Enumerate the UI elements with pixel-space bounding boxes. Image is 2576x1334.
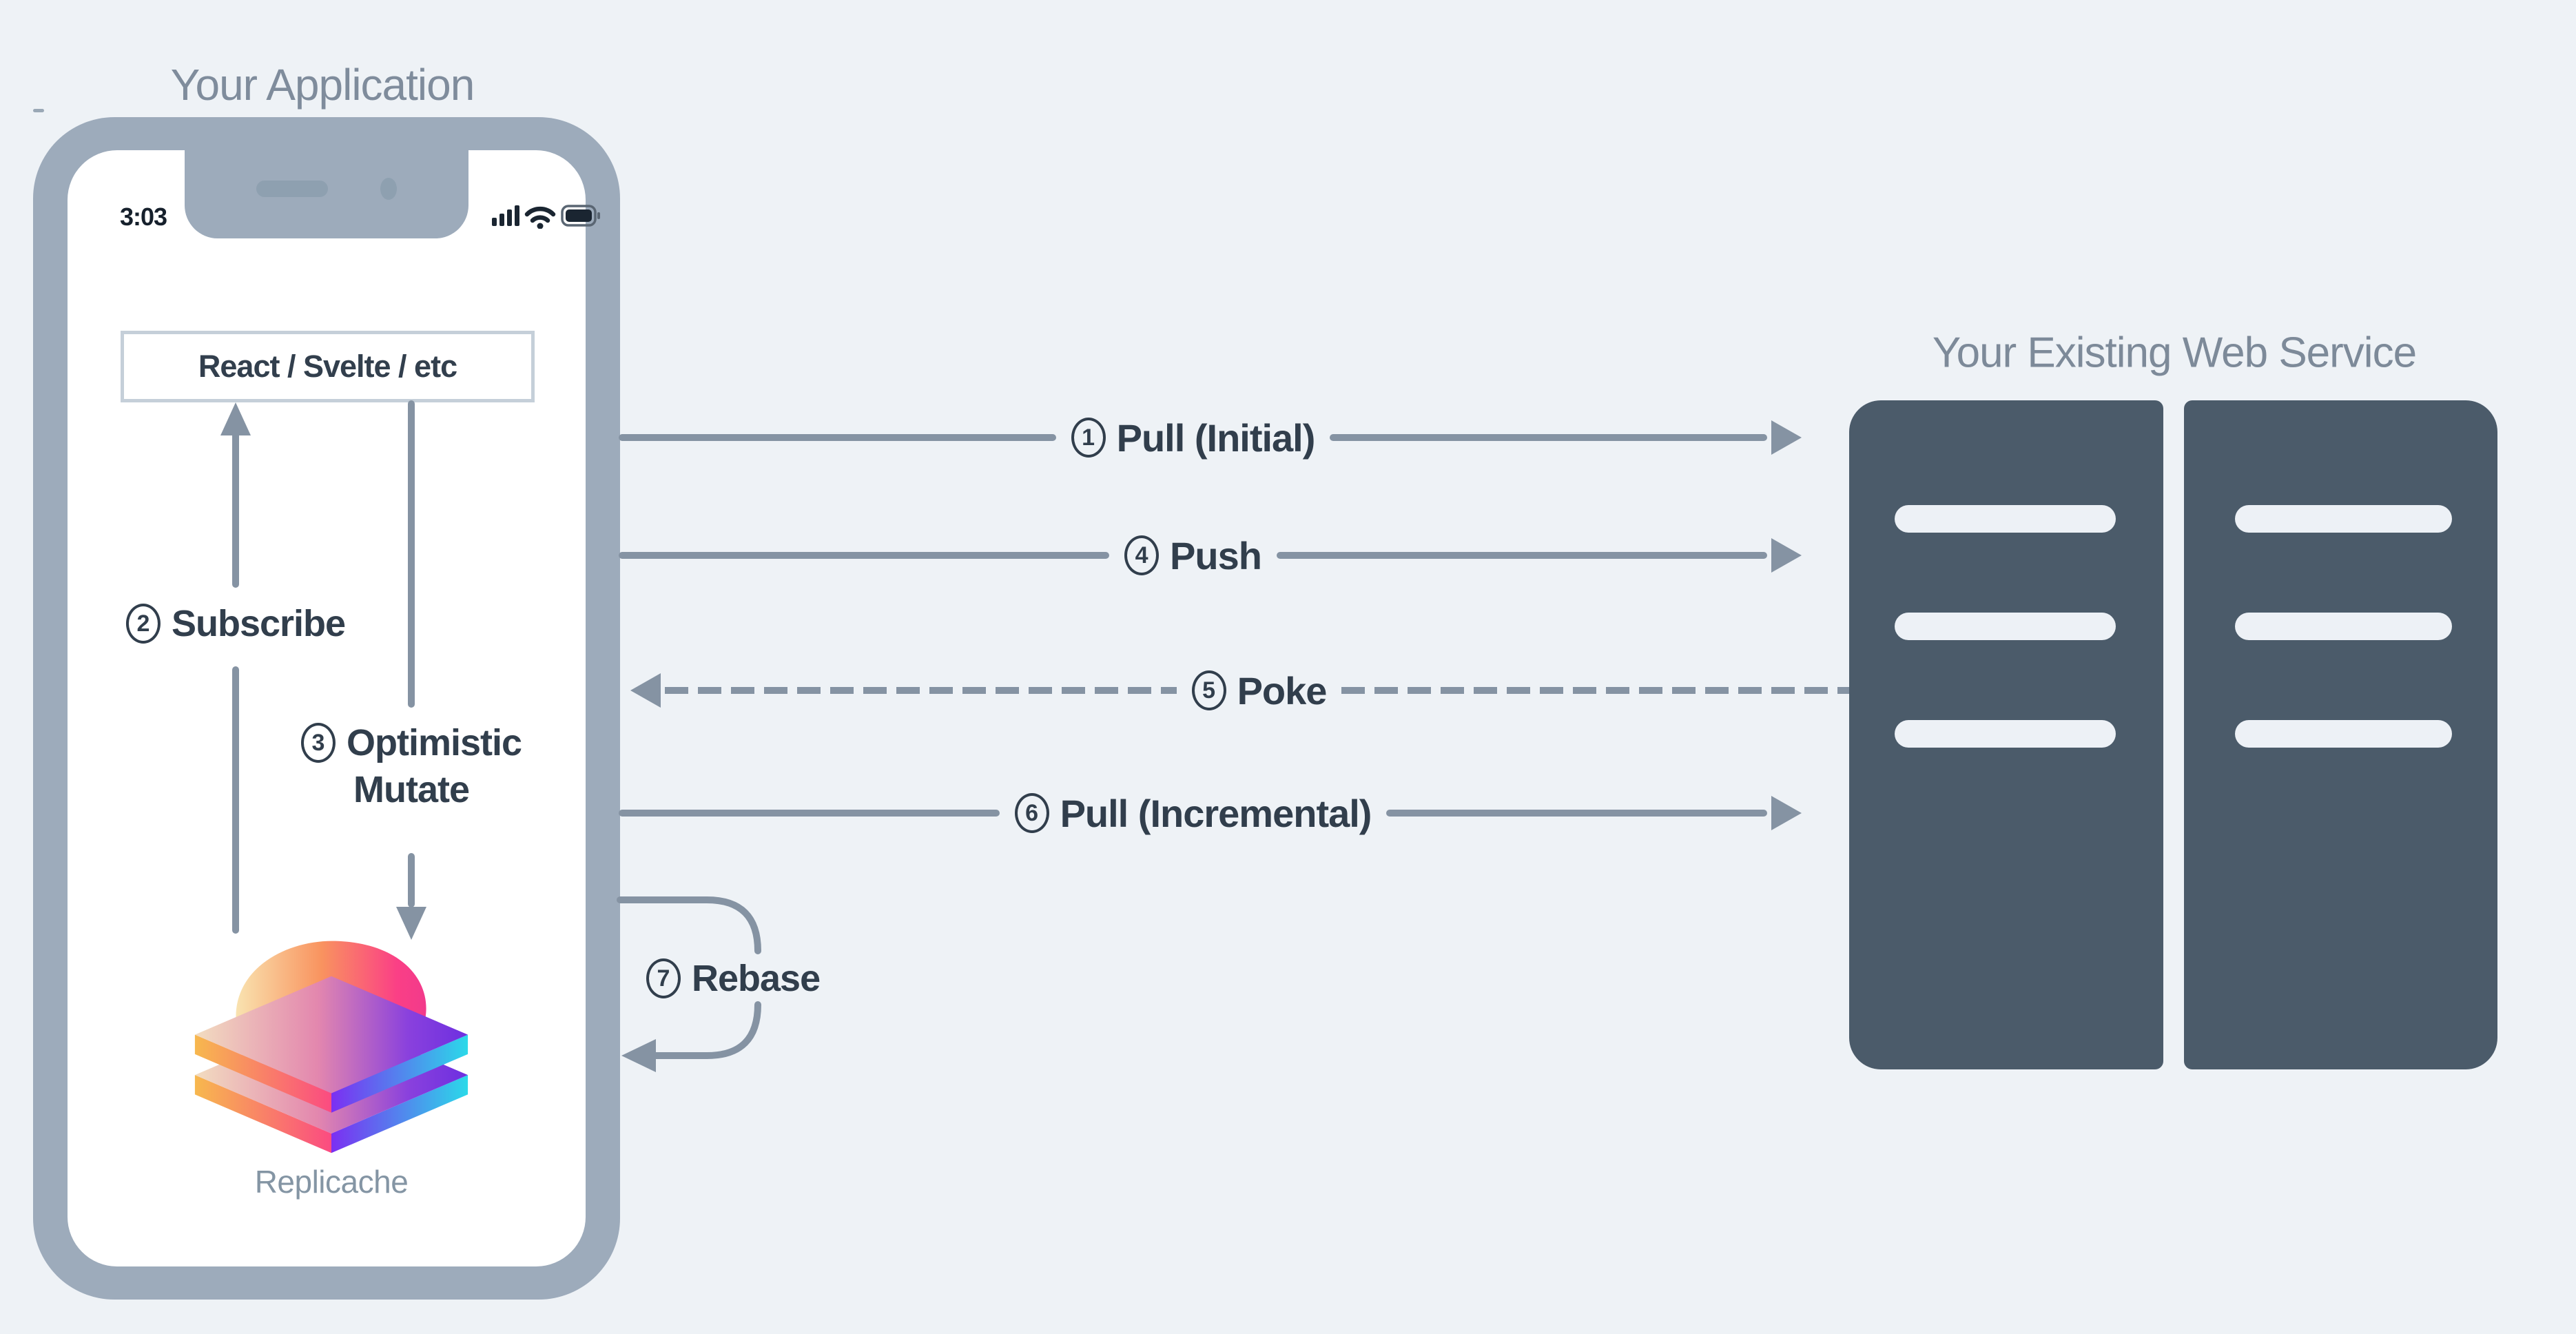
service-title: Your Existing Web Service	[1932, 329, 2417, 377]
line-segment	[619, 552, 1110, 559]
optimistic-mutate-label: 3 Optimistic Mutate	[300, 721, 522, 811]
poke-connection: 5 Poke	[630, 659, 1854, 721]
app-title: Your Application	[170, 60, 475, 110]
line-segment	[1330, 434, 1768, 441]
server-tower-right	[2184, 400, 2497, 1069]
wifi-icon	[524, 206, 556, 223]
framework-box: React / Svelte / etc	[121, 331, 535, 402]
server-slot	[1895, 505, 2116, 533]
arrowhead-right-icon	[1771, 538, 1802, 573]
phone-notch	[185, 150, 468, 238]
line-segment	[1276, 552, 1768, 559]
pull-incremental-text: Pull (Incremental)	[1060, 791, 1372, 835]
server-slot	[2235, 613, 2452, 640]
circled-number-5: 5	[1191, 670, 1226, 710]
replicache-logo	[194, 941, 468, 1153]
circled-number-2: 2	[125, 604, 161, 644]
circled-number-4: 4	[1124, 535, 1160, 575]
logo-top-layer	[194, 976, 468, 1113]
battery-icon	[561, 205, 600, 227]
pull-incremental-connection: 6 Pull (Incremental)	[619, 782, 1802, 844]
subscribe-text: Subscribe	[171, 603, 346, 644]
server-slot	[1895, 613, 2116, 640]
push-label: 4 Push	[1124, 533, 1262, 578]
circled-number-6: 6	[1014, 793, 1049, 833]
circled-number-1: 1	[1071, 418, 1106, 458]
wifi-dot	[537, 223, 544, 229]
subscribe-label: 2 Subscribe	[125, 602, 346, 645]
rebase-label: 7 Rebase	[646, 957, 821, 1000]
status-bar-icons	[492, 205, 600, 229]
rebase-text: Rebase	[692, 958, 821, 999]
server-tower-left	[1849, 400, 2163, 1069]
circled-number-3: 3	[300, 723, 336, 763]
status-bar-time: 3:03	[119, 203, 167, 231]
optimistic-text: Optimistic	[346, 722, 522, 763]
line-segment	[1386, 810, 1767, 817]
stray-dash-mark	[33, 109, 44, 112]
dashed-line-segment	[665, 687, 1177, 694]
push-connection: 4 Push	[619, 524, 1802, 586]
replicache-label: Replicache	[254, 1164, 409, 1200]
pull-incremental-label: 6 Pull (Incremental)	[1014, 791, 1372, 836]
arrowhead-right-icon	[1771, 420, 1802, 455]
server-slot	[2235, 505, 2452, 533]
camera-dot	[380, 178, 397, 200]
arrowhead-left-icon	[630, 673, 661, 708]
pull-initial-label: 1 Pull (Initial)	[1071, 415, 1315, 460]
pull-initial-text: Pull (Initial)	[1116, 415, 1316, 460]
poke-label: 5 Poke	[1191, 668, 1328, 713]
pull-initial-connection: 1 Pull (Initial)	[619, 407, 1802, 469]
dashed-line-segment	[1341, 687, 1854, 694]
speaker-slot	[256, 181, 328, 197]
server-slot	[1895, 720, 2116, 748]
line-segment	[619, 810, 1000, 817]
arrowhead-right-icon	[1771, 796, 1802, 830]
signal-bars-icon	[492, 205, 519, 226]
mutate-text: Mutate	[353, 769, 470, 810]
circled-number-7: 7	[646, 958, 681, 998]
line-segment	[619, 434, 1056, 441]
server-slot	[2235, 720, 2452, 748]
push-text: Push	[1170, 533, 1262, 577]
poke-text: Poke	[1237, 668, 1328, 712]
